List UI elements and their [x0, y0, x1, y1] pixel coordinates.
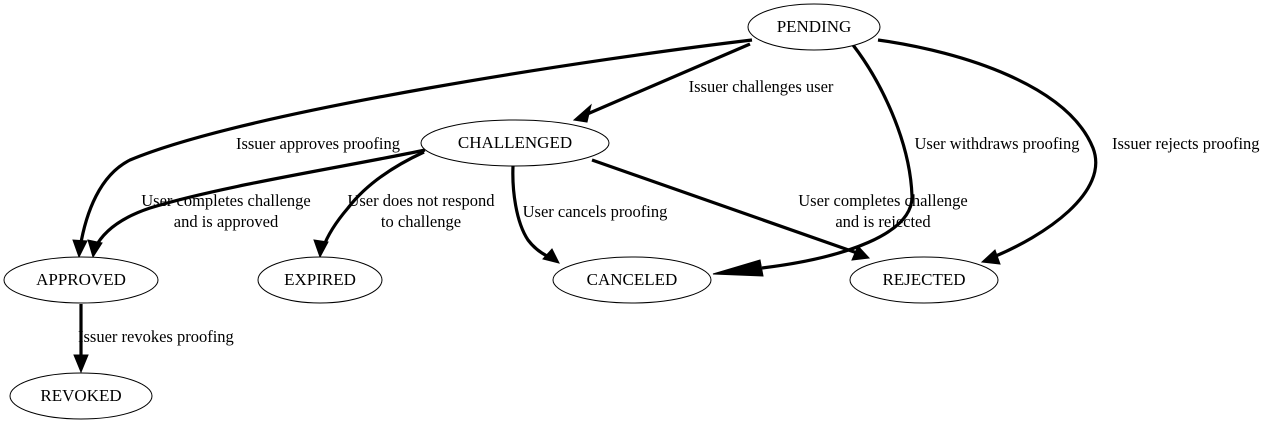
edge-pending-to-rejected — [877, 38, 1098, 265]
arrowhead-icon — [313, 239, 329, 259]
arrowhead-icon — [87, 239, 103, 259]
node-revoked[interactable]: REVOKED — [9, 372, 153, 420]
edge-challenged-to-expired — [313, 150, 425, 259]
node-label: APPROVED — [36, 270, 126, 289]
edge-approved-to-revoked — [73, 304, 89, 374]
node-ellipse — [552, 256, 712, 304]
node-label: REVOKED — [40, 386, 121, 405]
edge-path — [761, 44, 914, 270]
node-ellipse — [9, 372, 153, 420]
edge-path — [877, 38, 1098, 260]
node-ellipse — [849, 256, 999, 304]
node-label: CANCELED — [587, 270, 678, 289]
edge-label-user-cancels-proofing: User cancels proofing — [523, 202, 668, 221]
edge-label-issuer-revokes-proofing: Issuer revokes proofing — [78, 327, 234, 346]
node-label: EXPIRED — [284, 270, 356, 289]
edge-path — [93, 148, 426, 249]
node-ellipse — [257, 256, 383, 304]
arrowhead-icon — [572, 103, 592, 123]
edge-label-user-completes-challenge-rejected-line2: and is rejected — [835, 212, 931, 231]
node-label: CHALLENGED — [458, 133, 572, 152]
edge-label-user-completes-challenge-approved-line2: and is approved — [174, 212, 279, 231]
arrowhead-icon — [980, 249, 1001, 265]
node-rejected[interactable]: REJECTED — [849, 256, 999, 304]
node-ellipse — [420, 119, 610, 167]
arrowhead-icon — [542, 248, 560, 264]
edge-path — [78, 38, 753, 249]
arrowhead-icon — [712, 259, 764, 277]
edge-path — [321, 150, 425, 249]
edge-label-issuer-challenges-user: Issuer challenges user — [689, 77, 834, 96]
edge-label-user-completes-challenge-approved-line1: User completes challenge — [141, 191, 311, 210]
node-label: PENDING — [777, 17, 852, 36]
edge-label-user-does-not-respond-line2: to challenge — [381, 212, 461, 231]
edge-label-user-completes-challenge-rejected-line1: User completes challenge — [798, 191, 968, 210]
edge-label-issuer-approves-proofing: Issuer approves proofing — [236, 134, 400, 153]
node-approved[interactable]: APPROVED — [3, 256, 159, 304]
edge-path — [511, 165, 552, 260]
edge-path — [591, 158, 861, 256]
edge-pending-to-canceled — [712, 44, 914, 277]
edge-label-issuer-rejects-proofing: Issuer rejects proofing — [1112, 134, 1260, 153]
edge-pending-to-approved — [72, 38, 753, 259]
edge-challenged-to-canceled — [511, 165, 560, 264]
edge-challenged-to-approved — [87, 148, 426, 259]
node-challenged[interactable]: CHALLENGED — [420, 119, 610, 167]
node-label: REJECTED — [882, 270, 965, 289]
node-pending[interactable]: PENDING — [747, 3, 881, 51]
edge-challenged-to-rejected — [591, 158, 871, 261]
edge-label-user-withdraws-proofing: User withdraws proofing — [915, 134, 1080, 153]
node-ellipse — [3, 256, 159, 304]
node-canceled[interactable]: CANCELED — [552, 256, 712, 304]
arrowhead-icon — [851, 245, 871, 261]
node-ellipse — [747, 3, 881, 51]
edge-path — [577, 42, 751, 120]
arrowhead-icon — [73, 354, 89, 374]
arrowhead-icon — [72, 239, 88, 259]
edge-pending-to-challenged — [572, 42, 751, 123]
edge-label-user-does-not-respond-line1: User does not respond — [347, 191, 495, 210]
node-expired[interactable]: EXPIRED — [257, 256, 383, 304]
